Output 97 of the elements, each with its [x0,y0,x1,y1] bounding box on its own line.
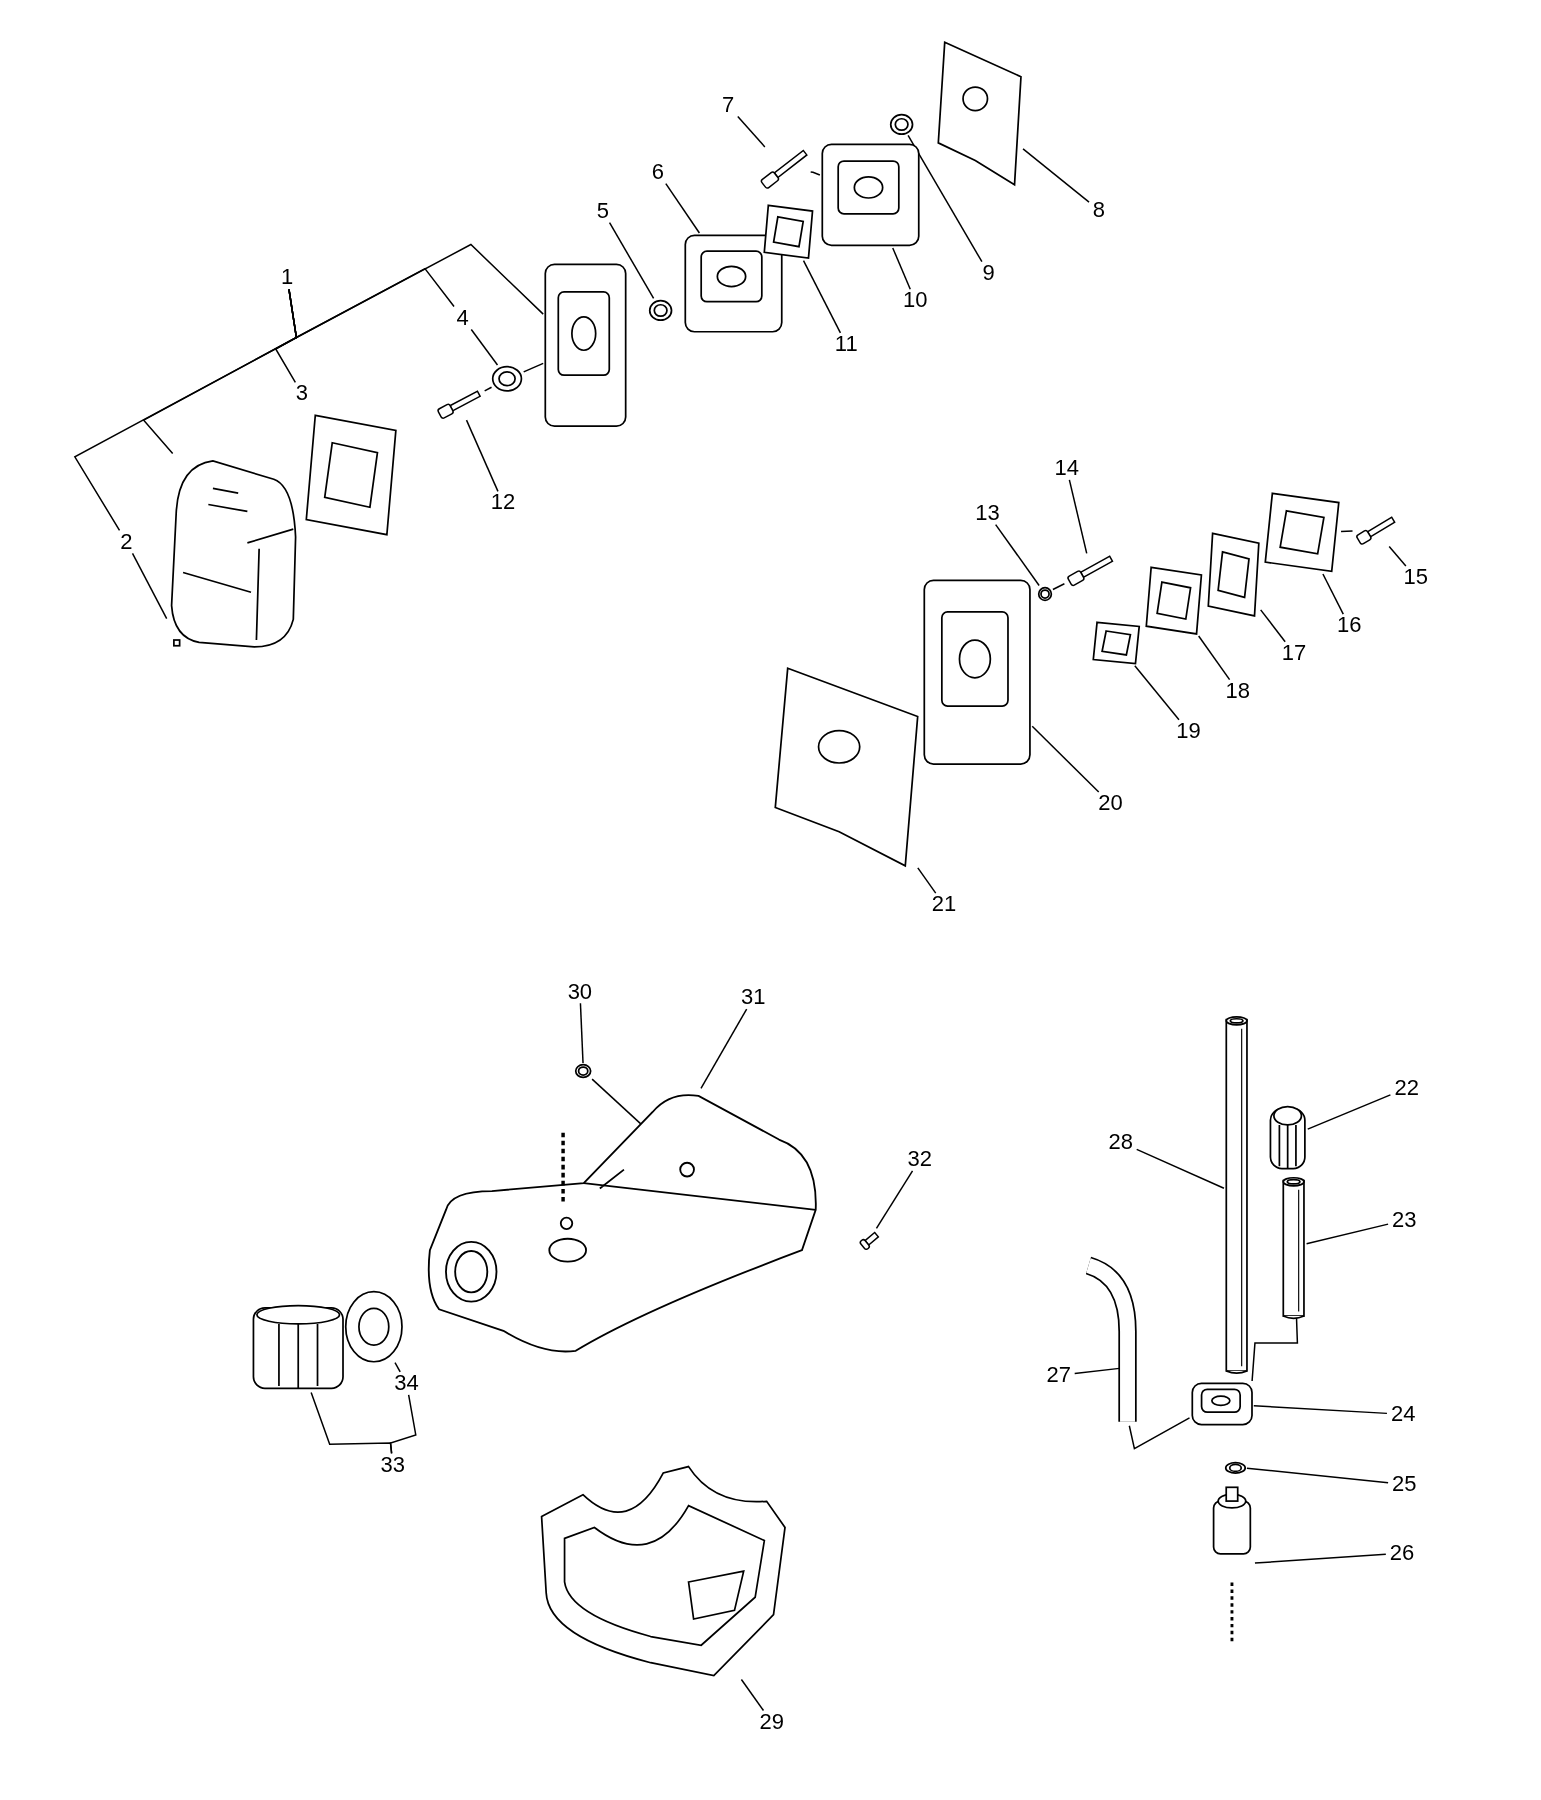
leader-line [579,1002,584,1064]
leader-line [394,1361,401,1373]
leader-line [892,247,912,291]
callout-number: 8 [1089,198,1109,222]
muffler-drawing [922,577,1033,766]
callout-number: 12 [486,491,519,515]
assembly-line [591,1078,642,1125]
leader-line [1307,1094,1392,1130]
leader-line [470,328,499,366]
callout-number: 15 [1399,566,1432,590]
callout-number: 19 [1172,719,1205,743]
callout-number: 21 [927,893,960,917]
leader-line [1259,609,1286,643]
fuel-hose-drawing [1281,1175,1307,1319]
leader-line [1073,1367,1121,1375]
callout-number: 10 [899,289,932,313]
callout-number: 34 [390,1372,423,1396]
leader-line [1022,148,1090,203]
insulator-drawing [819,142,921,248]
leader-line [1246,1467,1389,1484]
plate-drawing [1205,530,1261,618]
callout-number: 7 [718,94,738,118]
grommet-drawing [1189,1381,1254,1428]
leader-line [917,867,937,894]
assembly-line [483,386,493,392]
leader-line [907,134,983,263]
callout-number: 32 [903,1148,936,1172]
assembly-line [1251,1317,1299,1382]
fuel-pipe-drawing [1224,1015,1250,1374]
callout-number: 9 [978,261,999,285]
leader-line [875,1170,914,1230]
gasket-drawing [762,203,816,261]
leader-line [1305,1223,1389,1245]
o-ring-drawing [1224,1460,1247,1475]
leader-line [665,182,701,234]
assembly-line [809,171,821,176]
leader-line [1322,573,1344,615]
gasket-drawing [1143,564,1204,637]
callout-number: 25 [1388,1473,1421,1497]
gasket-plate-drawing [935,40,1024,188]
washer-drawing [574,1063,593,1080]
assembly-line [1052,583,1066,591]
leader-line [1254,1553,1387,1564]
callout-number: 22 [1390,1077,1423,1101]
leader-line [1388,545,1407,567]
callout-number: 14 [1050,457,1083,480]
leader-line [994,523,1040,587]
assembly-line [1128,1417,1191,1450]
callout-number: 33 [376,1453,409,1477]
assembly-line [1340,530,1354,533]
nut-drawing [888,112,914,136]
callout-number: 29 [755,1710,788,1734]
leader-line [131,552,168,620]
leader-line [1031,725,1100,793]
filter-element-drawing [304,413,399,538]
leader-line [389,1394,417,1455]
callout-number: 3 [292,382,312,406]
o-ring-drawing [647,298,673,322]
callout-number: 13 [971,501,1004,525]
leader-line [1135,1148,1225,1189]
leader-line [1068,479,1088,555]
callout-number: 2 [116,530,137,554]
leader-line [1253,1405,1388,1415]
leader-line [740,1678,765,1712]
leader-line [1134,665,1180,721]
callout-number: 11 [830,333,863,356]
callout-number: 27 [1042,1364,1075,1388]
leader-line [465,419,499,493]
callout-number: 23 [1388,1209,1421,1233]
callout-number: 4 [453,306,473,330]
cap-gasket-drawing [344,1289,405,1363]
callout-number: 24 [1387,1403,1420,1427]
leader-line [288,267,455,339]
callout-number: 18 [1221,679,1254,703]
callout-number: 17 [1278,641,1311,665]
callout-number: 31 [737,986,770,1010]
leader-line [737,115,766,148]
muffler-cover-drawing [1263,491,1342,575]
callout-number: 6 [648,160,668,184]
callout-number: 1 [277,266,297,290]
heat-shield-drawing [772,666,920,869]
collar-drawing [491,365,524,393]
callout-number: 16 [1333,614,1366,638]
callout-number: 20 [1094,792,1127,816]
callout-number: 28 [1104,1131,1137,1154]
leader-line [608,221,655,300]
assembly-line [522,362,544,373]
leader-line [802,259,842,334]
leader-line [700,1008,748,1089]
carburetor-drawing [683,233,785,335]
callout-number: 5 [593,199,613,223]
plate-drawing [1090,620,1142,666]
callout-number: 26 [1385,1542,1419,1566]
callout-number: 30 [563,980,596,1004]
leader-line [1197,635,1231,681]
washer-drawing [1036,585,1053,602]
air-cleaner-base-drawing [543,261,629,429]
